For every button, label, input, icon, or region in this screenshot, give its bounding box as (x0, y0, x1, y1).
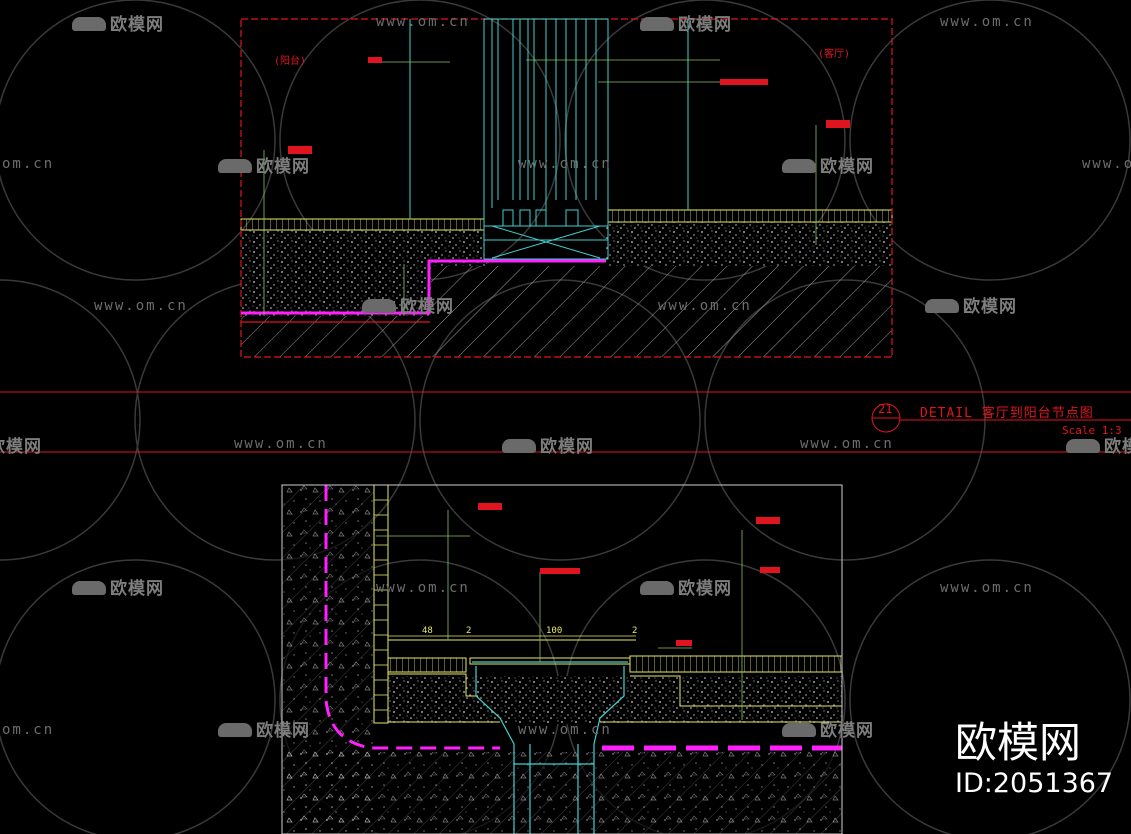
sofa-logo-icon (640, 17, 674, 31)
watermark-url: www.om.cn (658, 298, 752, 314)
sofa-logo-icon (782, 723, 816, 737)
screed-lower-left (241, 266, 431, 316)
watermark-brand: 欧模网 (218, 716, 310, 741)
bottom-detail (281, 484, 843, 834)
sofa-logo-icon (782, 159, 816, 173)
watermark-url: om.cn (2, 156, 55, 172)
watermark-brand: 欧模网 (925, 292, 1017, 317)
waterproof-membrane-top (241, 259, 606, 315)
watermark-brand: 欧模网 (782, 152, 874, 177)
overlay-id: ID:2051367 (955, 768, 1114, 799)
watermark-brand: 欧模网 (782, 716, 874, 741)
sofa-logo-icon (502, 439, 536, 453)
title-block-lines (0, 391, 1131, 453)
sofa-logo-icon (925, 299, 959, 313)
floor-tile-right (629, 655, 843, 673)
wall-tile (373, 484, 389, 724)
room-label-balcony: (阳台) (274, 56, 307, 67)
watermark-url: www.om.cn (234, 436, 328, 452)
sofa-logo-icon (640, 581, 674, 595)
tile-right (607, 209, 893, 223)
floor-drain (472, 661, 628, 834)
watermark-brand: 欧模网 (0, 437, 42, 457)
dim-2-left: 2 (466, 626, 472, 636)
sofa-logo-icon (1066, 439, 1100, 453)
detail-title: DETAIL 客厅到阳台节点图 (920, 406, 1094, 421)
watermark-url: www.om.cn (940, 14, 1034, 30)
watermark-brand: 欧模网 (1066, 432, 1131, 457)
watermark-brand: 欧模网 (640, 10, 732, 35)
dim-2-right: 2 (632, 626, 638, 636)
watermark-url: www.om.cn (94, 298, 188, 314)
watermark-brand: 欧模网 (362, 292, 454, 317)
watermark-url: www.om.cn (940, 580, 1034, 596)
dim-48: 48 (422, 626, 433, 636)
floor-screed (388, 676, 842, 724)
watermark-brand: 欧模网 (640, 574, 732, 599)
overlay-brand: 欧模网 (955, 718, 1082, 767)
detail-scale: Scale 1:3 (1062, 424, 1122, 437)
sofa-logo-icon (362, 299, 396, 313)
watermark-url: om.cn (2, 722, 55, 738)
watermark-brand: 欧模网 (218, 152, 310, 177)
watermark-brand: 欧模网 (72, 10, 164, 35)
sofa-logo-icon (218, 159, 252, 173)
screed-right (606, 222, 892, 266)
watermark-url: www.om.cn (518, 156, 612, 172)
sofa-logo-icon (72, 17, 106, 31)
top-detail (240, 18, 893, 358)
detail-number: 21 (878, 402, 893, 416)
dim-100: 100 (546, 626, 563, 636)
sofa-logo-icon (218, 723, 252, 737)
watermark-url: www.om.cn (518, 722, 612, 738)
watermark-url: www.om.cn (376, 14, 470, 30)
watermark-url: www.om.cn (376, 580, 470, 596)
tile-left (240, 218, 485, 231)
watermark-brand: 欧模网 (72, 574, 164, 599)
watermark-url: www.om.cn (1082, 156, 1131, 172)
floor-tile-left (387, 657, 467, 673)
sofa-logo-icon (72, 581, 106, 595)
watermark-brand: 欧模网 (502, 432, 594, 457)
watermark-url: www.om.cn (800, 436, 894, 452)
room-label-living: (客厅) (818, 49, 851, 60)
waterproof-membrane-bottom (324, 485, 500, 750)
